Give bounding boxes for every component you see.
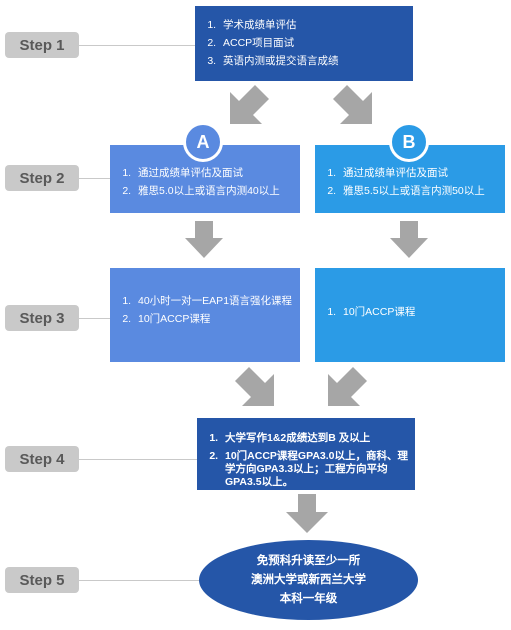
step5-line: 免预科升读至少一所 [256, 554, 361, 567]
step-label-1: Step 1 [5, 32, 79, 58]
path-a-badge: A [183, 122, 223, 162]
path-a-step2-item: 通过成绩单评估及面试 [134, 167, 300, 180]
path-b-step2-item: 通过成绩单评估及面试 [339, 167, 505, 180]
step1-box: 学术成绩单评估 ACCP项目面试 英语内测或提交语言成绩 [195, 6, 413, 81]
arrow-step4-to-step5 [286, 494, 328, 533]
path-a-step3-box: 40小时一对一EAP1语言强化课程 10门ACCP课程 [110, 268, 300, 362]
arrow-step1-to-b [333, 85, 372, 124]
step1-item: ACCP项目面试 [219, 37, 413, 50]
step-label-3: Step 3 [5, 305, 79, 331]
step1-connector [79, 45, 195, 46]
arrow-step1-to-a [230, 85, 269, 124]
arrow-b-step2-to-step3 [390, 221, 428, 258]
step-label-4: Step 4 [5, 446, 79, 472]
path-b-step3-item: 10门ACCP课程 [339, 306, 505, 319]
step4-connector [79, 459, 197, 460]
path-b-step3-box: 10门ACCP课程 [315, 268, 505, 362]
step4-item: 大学写作1&2成绩达到B 及以上 [221, 432, 409, 445]
path-a-step3-item: 40小时一对一EAP1语言强化课程 [134, 295, 300, 308]
arrow-b-step3-to-step4 [328, 367, 367, 406]
step3-connector [79, 318, 110, 319]
step1-item: 学术成绩单评估 [219, 19, 413, 32]
step-label-5: Step 5 [5, 567, 79, 593]
step5-line: 本科一年级 [279, 592, 338, 605]
step4-item: 10门ACCP课程GPA3.0以上，商科、理学方向GPA3.3以上；工程方向平均… [221, 450, 409, 489]
path-a-step2-item: 雅思5.0以上或语言内测40以上 [134, 185, 300, 198]
step2-connector [79, 178, 110, 179]
arrow-a-step3-to-step4 [235, 367, 274, 406]
path-b-badge: B [389, 122, 429, 162]
step1-item: 英语内测或提交语言成绩 [219, 55, 413, 68]
arrow-a-step2-to-step3 [185, 221, 223, 258]
path-a-step3-item: 10门ACCP课程 [134, 313, 300, 326]
step5-result-ellipse: 免预科升读至少一所 澳洲大学或新西兰大学 本科一年级 [199, 540, 418, 620]
path-b-step2-item: 雅思5.5以上或语言内测50以上 [339, 185, 505, 198]
step-label-2: Step 2 [5, 165, 79, 191]
step4-box: 大学写作1&2成绩达到B 及以上 10门ACCP课程GPA3.0以上，商科、理学… [197, 418, 415, 490]
step5-line: 澳洲大学或新西兰大学 [251, 573, 366, 586]
step5-connector [79, 580, 199, 581]
